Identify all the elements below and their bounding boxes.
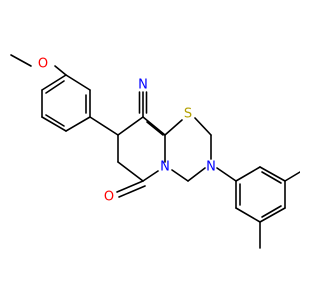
nitrile-group	[138, 91, 148, 118]
carbonyl-group	[116, 180, 146, 198]
dimethylphenyl-ring	[235, 166, 286, 223]
aryl-nitrogen-label: N	[206, 160, 216, 175]
molecule-canvas: O N S N N O	[10, 54, 300, 249]
nitrile-nitrogen-label: N	[138, 78, 148, 93]
thiadiazine-ring	[164, 117, 212, 182]
methyl-groups	[259, 171, 300, 249]
fused-nitrogen-label: N	[160, 160, 170, 175]
structure-diagram: O N S N N O	[10, 54, 300, 249]
pyridone-ring	[117, 116, 166, 182]
carbonyl-oxygen-label: O	[104, 190, 114, 205]
sulfur-label: S	[184, 107, 192, 122]
methoxy-oxygen-label: O	[38, 57, 48, 72]
methoxy-group	[10, 54, 67, 76]
n-aryl-bond	[216, 167, 237, 182]
methoxyphenyl-ring	[41, 74, 91, 132]
aryl-link-bond	[89, 116, 119, 136]
